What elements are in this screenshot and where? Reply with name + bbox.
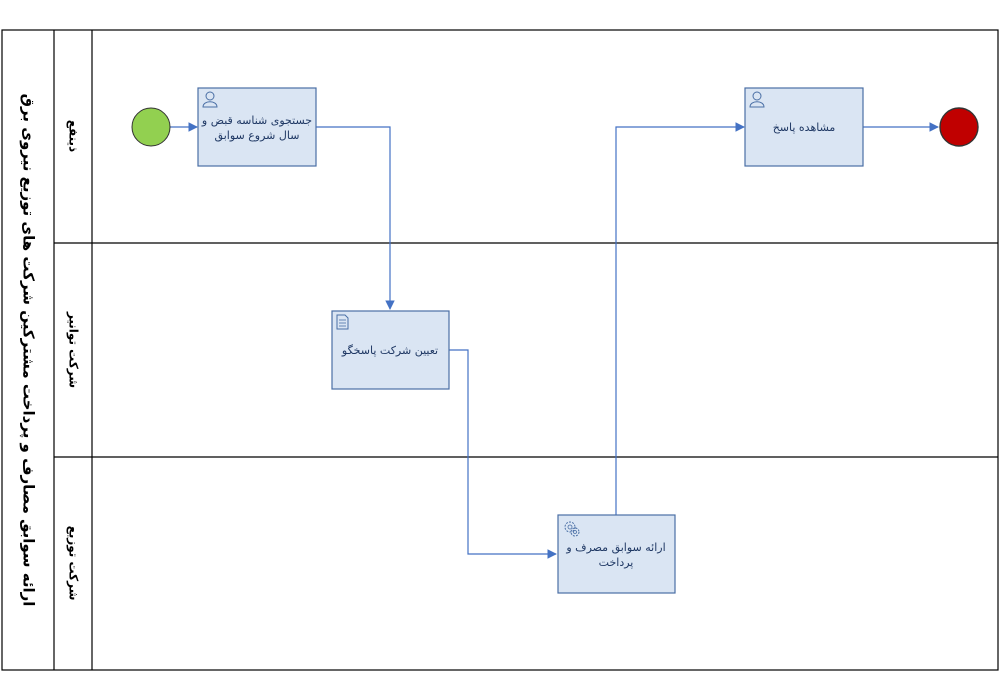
task-box[interactable] xyxy=(197,87,317,167)
sequence-flows xyxy=(170,122,939,559)
task-box[interactable] xyxy=(744,87,864,167)
task-search[interactable]: جستجوی شناسه قبض و سال شروع سوابق xyxy=(197,87,317,167)
flow-assign-to-provide[interactable] xyxy=(449,349,557,559)
service-task-icon xyxy=(564,521,580,537)
flow-search-to-assign[interactable] xyxy=(316,126,395,310)
user-task-icon xyxy=(749,91,765,108)
task-label: مشاهده پاسخ xyxy=(773,121,836,134)
task-label: جستجوی شناسه قبض و xyxy=(201,114,312,127)
pool-title: ارائه سوابق مصارف و پرداخت مشترکین شرکت … xyxy=(19,94,38,607)
user-task-icon xyxy=(202,91,218,108)
task-provide[interactable]: ارائه سوابق مصرف و پرداخت xyxy=(557,514,676,594)
lane-label-customer: ذینفع xyxy=(67,120,81,152)
lane-label-tavanir: شرکت توانیر xyxy=(66,311,81,388)
script-task-icon xyxy=(336,314,349,330)
task-label: ارائه سوابق مصرف و xyxy=(565,541,665,555)
start-event[interactable] xyxy=(131,107,171,147)
task-label: پرداخت xyxy=(599,556,634,569)
task-box[interactable] xyxy=(331,310,450,390)
pool-border xyxy=(1,29,999,671)
task-label: سال شروع سوابق xyxy=(215,129,300,143)
task-label: تعیین شرکت پاسخگو xyxy=(341,344,438,357)
task-box[interactable] xyxy=(557,514,676,594)
task-assign[interactable]: تعیین شرکت پاسخگو xyxy=(331,310,450,390)
end-event[interactable] xyxy=(939,107,979,147)
lane-label-distribution: شرکت توزیع xyxy=(66,526,81,601)
flow-provide-to-view[interactable] xyxy=(615,122,745,515)
task-view[interactable]: مشاهده پاسخ xyxy=(744,87,864,167)
